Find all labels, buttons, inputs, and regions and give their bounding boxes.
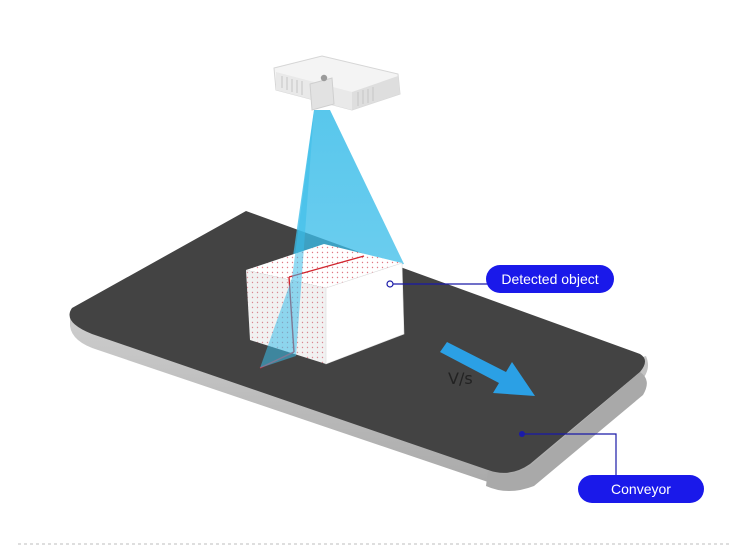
scan-beam-back: [290, 110, 404, 277]
3d-scanner-icon: [273, 55, 401, 111]
callout-detected-object: Detected object: [386, 265, 614, 293]
conveyor-roller: [486, 372, 647, 491]
arrow-down-right-icon: [440, 342, 535, 396]
box-right-face: [325, 262, 405, 365]
speed-label: V/s: [448, 369, 473, 388]
conveyor-label: Conveyor: [578, 475, 704, 503]
callout-conveyor: Conveyor: [519, 431, 704, 503]
detected-object-text: Detected object: [501, 271, 598, 287]
detected-object-label: Detected object: [486, 265, 614, 293]
scan-beam-front: [260, 110, 314, 368]
box-top: [246, 244, 402, 288]
conveyor-text: Conveyor: [611, 481, 671, 497]
